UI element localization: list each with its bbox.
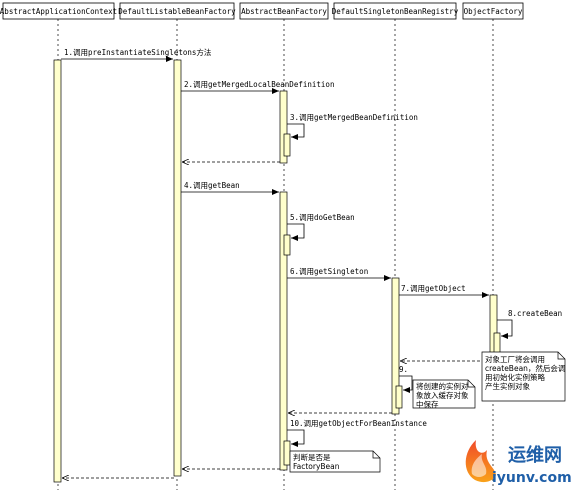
svg-text:FactoryBean: FactoryBean bbox=[293, 462, 340, 471]
svg-text:用初始化实例策略: 用初始化实例策略 bbox=[485, 372, 545, 382]
participant-label: AbstractApplicationContext bbox=[0, 7, 117, 16]
participant-header-default-listable-bean-factory: DefaultListableBeanFactory bbox=[118, 2, 236, 20]
svg-text:createBean，然后会调: createBean，然后会调 bbox=[485, 363, 565, 373]
participant-label: DefaultSingletonBeanRegistry bbox=[332, 7, 459, 16]
activation-bean-factory-2 bbox=[279, 191, 288, 471]
participant-label: DefaultListableBeanFactory bbox=[118, 7, 236, 16]
svg-text:10.调用getObjectForBeanInstance: 10.调用getObjectForBeanInstance bbox=[290, 419, 427, 428]
note-object-factory: 对象工厂将会调用 createBean，然后会调 用初始化实例策略 产生实例对象 bbox=[481, 351, 565, 402]
activation-bean-factory-2-self-b bbox=[283, 440, 291, 466]
activation-bean-factory-1 bbox=[279, 90, 288, 164]
activation-context bbox=[53, 59, 62, 483]
watermark-url: iyunv.com bbox=[492, 470, 572, 486]
message-4: 4.调用getBean bbox=[181, 181, 279, 195]
note-factory-bean: 判断是否是 FactoryBean bbox=[289, 450, 381, 473]
activation-singleton-registry bbox=[391, 277, 400, 415]
svg-text:5.调用doGetBean: 5.调用doGetBean bbox=[290, 213, 355, 222]
message-7: 7.调用getObject bbox=[399, 284, 489, 298]
svg-text:4.调用getBean: 4.调用getBean bbox=[184, 181, 240, 190]
activation-bean-factory-1-self bbox=[283, 133, 291, 157]
svg-text:判断是否是: 判断是否是 bbox=[293, 452, 331, 462]
participant-label: AbstractBeanFactory bbox=[241, 7, 327, 16]
svg-text:象放入缓存对象: 象放入缓存对象 bbox=[416, 390, 469, 400]
svg-text:6.调用getSingleton: 6.调用getSingleton bbox=[290, 267, 368, 276]
flame-logo-icon bbox=[465, 440, 496, 483]
activation-listable-factory bbox=[173, 59, 182, 477]
message-5: 5.调用doGetBean bbox=[287, 213, 355, 241]
message-1: 1.调用preInstantiateSingletons方法 bbox=[61, 47, 212, 62]
svg-text:产生实例对象: 产生实例对象 bbox=[485, 381, 530, 391]
watermark: 运维网 iyunv.com bbox=[465, 440, 572, 486]
svg-text:7.调用getObject: 7.调用getObject bbox=[401, 284, 466, 293]
participant-header-abstract-application-context: AbstractApplicationContext bbox=[0, 2, 117, 20]
participant-header-object-factory: ObjectFactory bbox=[462, 2, 524, 20]
message-6: 6.调用getSingleton bbox=[287, 267, 391, 281]
participant-label: ObjectFactory bbox=[464, 7, 523, 16]
message-10: 10.调用getObjectForBeanInstance bbox=[287, 419, 427, 447]
message-2: 2.调用getMergedLocalBeanDefinition bbox=[181, 80, 334, 94]
svg-text:3.调用getMergedBeanDefinition: 3.调用getMergedBeanDefinition bbox=[290, 113, 418, 122]
note-cache: 将创建的实例对 象放入缓存对象 中保存 bbox=[412, 379, 476, 409]
activation-bean-factory-2-self bbox=[283, 234, 291, 256]
svg-text:中保存: 中保存 bbox=[416, 399, 439, 409]
message-8: 8.createBean bbox=[497, 309, 562, 339]
activation-singleton-registry-self bbox=[395, 385, 403, 409]
svg-text:2.调用getMergedLocalBeanDefiniti: 2.调用getMergedLocalBeanDefinition bbox=[184, 80, 334, 89]
participant-header-abstract-bean-factory: AbstractBeanFactory bbox=[239, 2, 329, 20]
message-9: 9. bbox=[399, 365, 413, 393]
watermark-name: 运维网 bbox=[508, 444, 562, 466]
svg-text:1.调用preInstantiateSingletons方法: 1.调用preInstantiateSingletons方法 bbox=[64, 47, 212, 57]
svg-text:9.: 9. bbox=[399, 365, 408, 374]
participant-header-default-singleton-bean-registry: DefaultSingletonBeanRegistry bbox=[332, 2, 459, 20]
svg-text:将创建的实例对: 将创建的实例对 bbox=[416, 381, 469, 391]
message-3: 3.调用getMergedBeanDefinition bbox=[287, 113, 418, 140]
svg-text:8.createBean: 8.createBean bbox=[508, 309, 562, 318]
svg-text:对象工厂将会调用: 对象工厂将会调用 bbox=[485, 354, 545, 364]
